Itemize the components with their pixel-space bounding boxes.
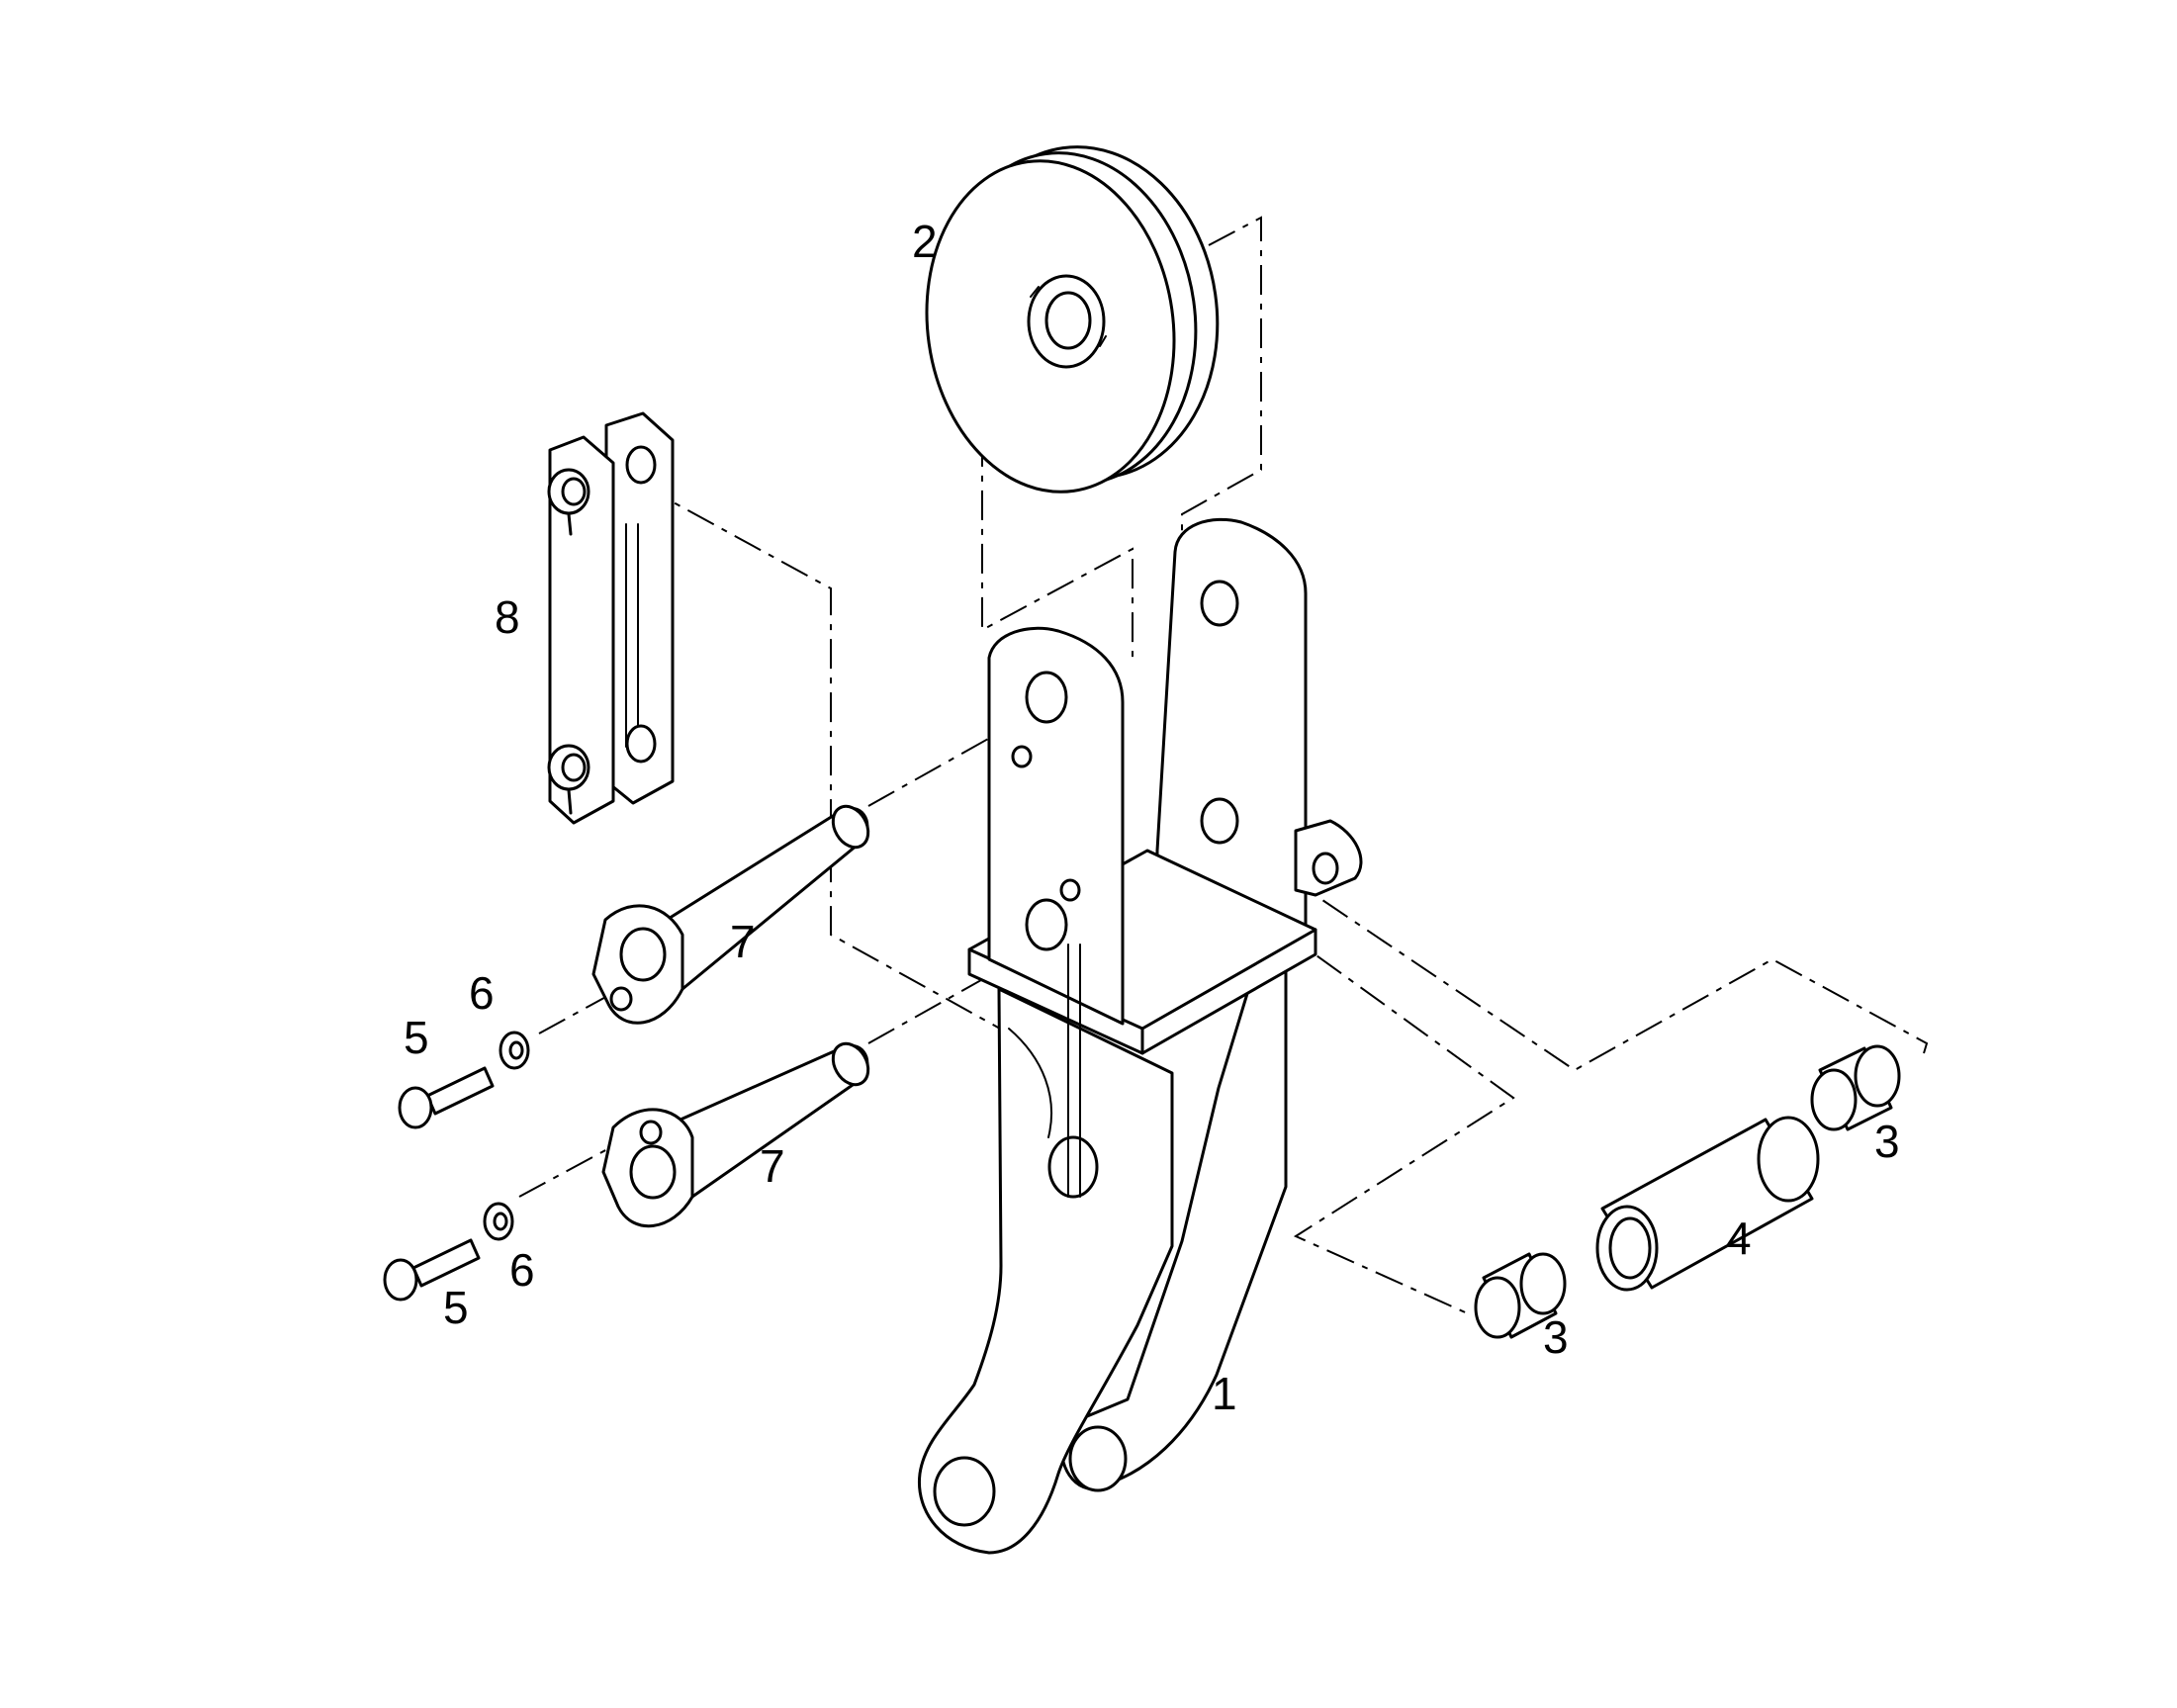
callout-bushing-top: 3	[1874, 1116, 1900, 1167]
callout-sheave: 2	[912, 216, 938, 267]
upper-pin-part	[591, 804, 870, 1025]
sleeve-part	[1595, 1116, 1820, 1292]
retainer-path-line	[640, 484, 1010, 1034]
upper-bolt-part	[398, 1066, 495, 1129]
callout-sleeve: 4	[1726, 1213, 1752, 1264]
retainer-part	[547, 411, 675, 825]
lower-bolt-part	[383, 1238, 481, 1302]
callout-pin-lower: 7	[760, 1140, 785, 1192]
frame-part	[917, 517, 1363, 1555]
upper-bushing-part	[1810, 1044, 1901, 1131]
sheave-part	[925, 145, 1220, 494]
callout-washer-upper: 6	[469, 967, 495, 1019]
lower-bushing-part	[1474, 1252, 1567, 1339]
callout-frame: 1	[1212, 1368, 1237, 1419]
callout-bolt-upper: 5	[404, 1012, 429, 1063]
lower-pin-part	[601, 1041, 870, 1228]
callout-labels: 1 2 3 3 4 5 5 6 6 7 7 8	[404, 216, 1900, 1419]
bushing-path-lower	[1273, 924, 1515, 1316]
upper-washer-part	[499, 1031, 530, 1070]
callout-retainer: 8	[495, 591, 520, 643]
upper-bolt-axis	[538, 993, 612, 1034]
callout-pin-upper: 7	[730, 916, 756, 967]
bushing-path-upper	[1233, 840, 1929, 1072]
lower-washer-part	[483, 1202, 514, 1241]
callout-bushing-bottom: 3	[1543, 1311, 1569, 1363]
callout-washer-lower: 6	[509, 1244, 535, 1296]
callout-bolt-lower: 5	[443, 1282, 469, 1333]
